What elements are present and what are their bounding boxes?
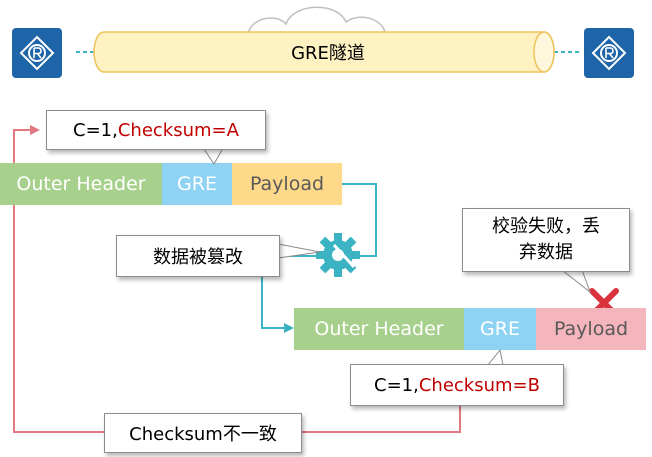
top-outer-header: Outer Header <box>0 163 162 205</box>
router-left <box>12 28 62 78</box>
top-payload: Payload <box>232 163 342 205</box>
checksum-loop-line <box>13 129 461 433</box>
callout-verify-fail: 校验失败，丢 弃数据 <box>462 208 630 272</box>
verify-fail-line2: 弃数据 <box>519 242 573 263</box>
gear-icon <box>316 233 360 277</box>
checksum-b-value: Checksum=B <box>418 374 540 396</box>
top-gre: GRE <box>162 163 232 205</box>
callout-tampered: 数据被篡改 <box>116 235 280 277</box>
checksum-a-value: Checksum=A <box>117 119 239 141</box>
bottom-outer-header: Outer Header <box>294 308 464 350</box>
bottom-payload: Payload <box>536 308 646 350</box>
checksum-a-prefix: C=1, <box>73 119 118 141</box>
callout-checksum-a: C=1, Checksum=A <box>46 110 266 150</box>
tunnel-label: GRE隧道 <box>291 43 365 64</box>
router-right <box>584 28 634 78</box>
callout-checksum-mismatch: Checksum不一致 <box>104 413 302 453</box>
verify-fail-line1: 校验失败，丢 <box>492 216 600 237</box>
bottom-gre: GRE <box>464 308 536 350</box>
router-icon <box>591 35 627 71</box>
transfer-line-top <box>342 183 377 257</box>
checksum-b-prefix: C=1, <box>374 374 419 396</box>
router-icon <box>19 35 55 71</box>
callout-checksum-b: C=1, Checksum=B <box>350 364 564 406</box>
